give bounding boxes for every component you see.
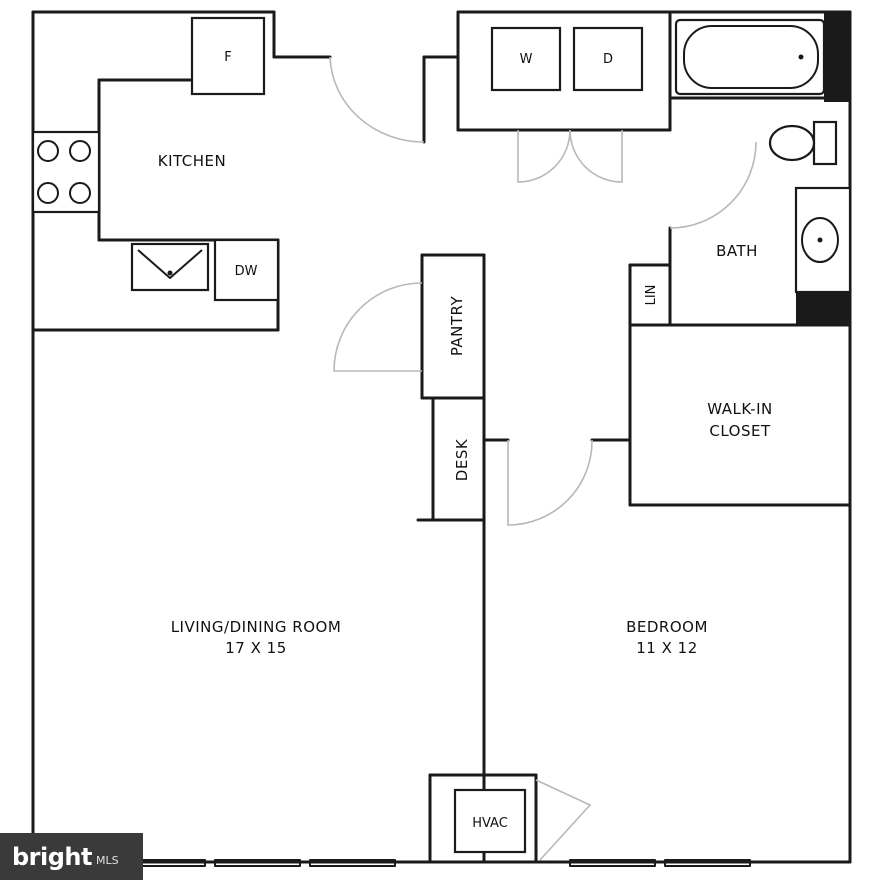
fixture-labels: F DW W D HVAC <box>224 50 613 831</box>
pantry-label: PANTRY <box>448 295 466 356</box>
window-marks <box>119 859 751 867</box>
burner-icon <box>69 182 91 204</box>
laundry-area <box>456 10 672 183</box>
bedroom-name: BEDROOM <box>626 618 708 636</box>
watermark-suffix: MLS <box>95 854 119 867</box>
vanity <box>794 186 852 294</box>
dryer-label: D <box>603 52 613 67</box>
bathroom-area <box>628 12 852 327</box>
hvac-area <box>428 773 592 864</box>
fridge-label: F <box>224 50 231 65</box>
kitchen-label: KITCHEN <box>158 152 227 170</box>
bath-label: BATH <box>716 242 758 260</box>
room-labels: KITCHEN BATH PANTRY DESK LIN WALK-IN CLO… <box>158 152 772 657</box>
mls-watermark: bright MLS <box>0 833 143 880</box>
closet-label-line1: WALK-IN <box>707 400 772 418</box>
hvac-unit <box>453 788 527 854</box>
closet-label-line2: CLOSET <box>709 422 771 440</box>
kitchen-area <box>31 16 280 332</box>
stove <box>31 130 101 214</box>
sink <box>130 242 210 292</box>
dryer-box <box>572 26 644 92</box>
entry-door <box>329 55 460 144</box>
burner-icon <box>37 140 59 162</box>
fridge-box <box>190 16 266 96</box>
exterior-walls <box>31 10 852 864</box>
living-room-size: 17 X 15 <box>225 639 287 657</box>
burner-icon <box>37 182 59 204</box>
dishwasher-label: DW <box>235 264 258 279</box>
hvac-label: HVAC <box>472 816 508 831</box>
burner-icon <box>69 140 91 162</box>
washer-box <box>490 26 562 92</box>
toilet-tank <box>812 120 838 166</box>
sink-basin <box>801 217 839 263</box>
linen-label: LIN <box>644 285 659 306</box>
dishwasher-box <box>213 238 280 302</box>
living-room-name: LIVING/DINING ROOM <box>171 618 342 636</box>
watermark-brand: bright <box>12 842 92 871</box>
pantry-desk <box>333 253 486 864</box>
washer-label: W <box>520 52 533 67</box>
bedroom-closet <box>482 323 852 526</box>
toilet-bowl <box>768 124 816 162</box>
desk-label: DESK <box>453 438 471 481</box>
bedroom-size: 11 X 12 <box>636 639 698 657</box>
